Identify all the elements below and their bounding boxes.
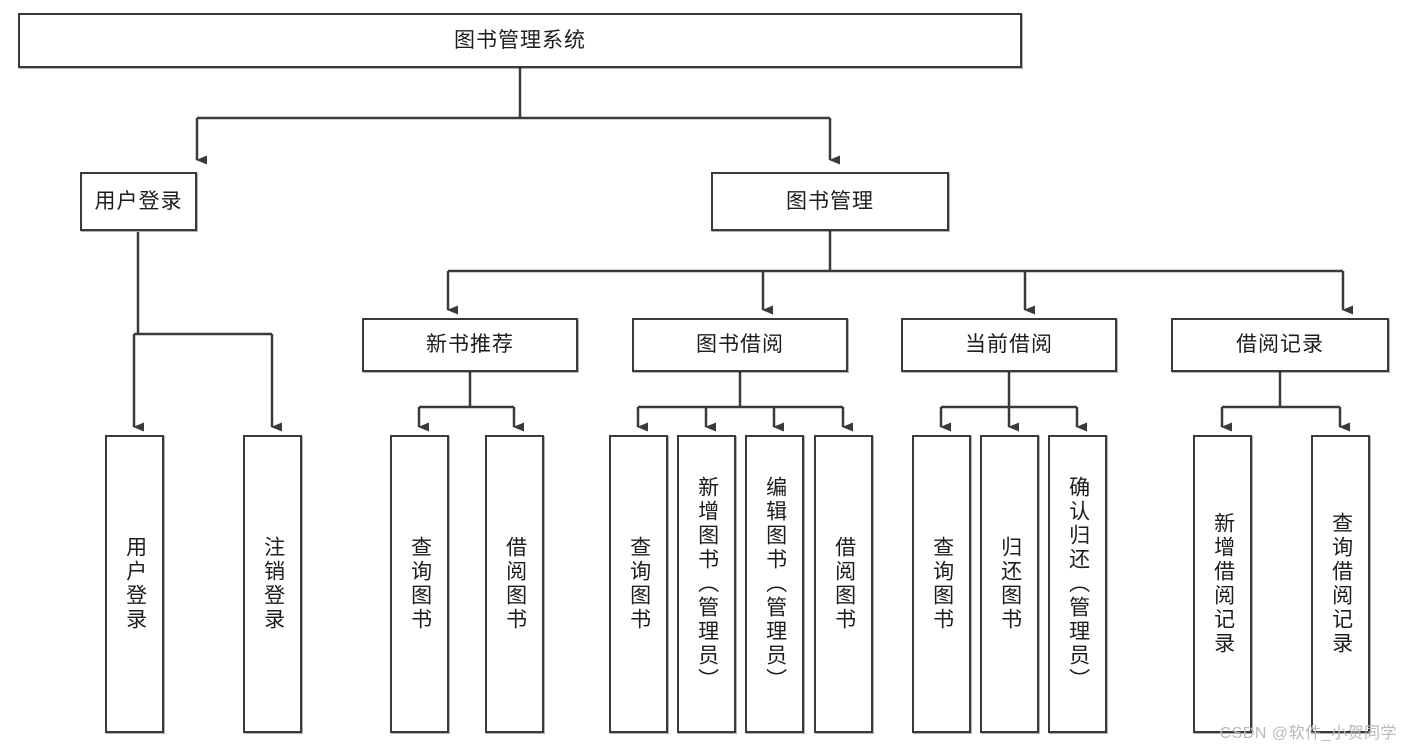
csdn-watermark: CSDN @软件_小贺同学 xyxy=(1219,725,1397,742)
node-label: 编辑图书（管理员） xyxy=(763,476,787,692)
leaf-recommend-query-book[interactable]: 查询图书 xyxy=(390,435,449,733)
node-label: 借阅图书 xyxy=(832,536,856,632)
node-label: 当前借阅 xyxy=(965,333,1053,357)
node-user-login[interactable]: 用户登录 xyxy=(80,172,197,231)
node-book-borrow[interactable]: 图书借阅 xyxy=(632,318,848,372)
node-label: 借阅图书 xyxy=(503,536,527,632)
node-label: 查询借阅记录 xyxy=(1329,512,1353,656)
leaf-current-return-book[interactable]: 归还图书 xyxy=(980,435,1039,733)
node-label: 查询图书 xyxy=(627,536,651,632)
node-label: 图书管理系统 xyxy=(454,28,586,52)
leaf-recommend-borrow-book[interactable]: 借阅图书 xyxy=(485,435,544,733)
node-root-system[interactable]: 图书管理系统 xyxy=(18,13,1022,68)
node-book-management[interactable]: 图书管理 xyxy=(711,172,949,231)
node-label: 新书推荐 xyxy=(426,333,514,357)
leaf-borrow-edit-book-admin[interactable]: 编辑图书（管理员） xyxy=(745,435,804,733)
node-label: 归还图书 xyxy=(998,536,1022,632)
node-label: 图书管理 xyxy=(786,189,874,213)
leaf-record-add-record[interactable]: 新增借阅记录 xyxy=(1193,435,1252,733)
node-borrow-record[interactable]: 借阅记录 xyxy=(1171,318,1389,372)
node-label: 借阅记录 xyxy=(1236,333,1324,357)
leaf-borrow-query-book[interactable]: 查询图书 xyxy=(609,435,668,733)
leaf-current-confirm-return-admin[interactable]: 确认归还（管理员） xyxy=(1048,435,1107,733)
leaf-borrow-borrow-book[interactable]: 借阅图书 xyxy=(814,435,873,733)
node-label: 查询图书 xyxy=(408,536,432,632)
node-current-borrow[interactable]: 当前借阅 xyxy=(901,318,1117,372)
node-new-book-recommend[interactable]: 新书推荐 xyxy=(362,318,578,372)
leaf-borrow-add-book-admin[interactable]: 新增图书（管理员） xyxy=(677,435,736,733)
node-label: 确认归还（管理员） xyxy=(1066,476,1090,692)
node-label: 用户登录 xyxy=(94,189,183,213)
node-label: 新增借阅记录 xyxy=(1211,512,1235,656)
node-label: 图书借阅 xyxy=(696,333,784,357)
leaf-user-logout[interactable]: 注销登录 xyxy=(243,435,302,733)
leaf-user-login[interactable]: 用户登录 xyxy=(105,435,164,733)
node-label: 注销登录 xyxy=(261,536,285,632)
node-label: 新增图书（管理员） xyxy=(695,476,719,692)
node-label: 用户登录 xyxy=(123,536,147,632)
node-label: 查询图书 xyxy=(930,536,954,632)
leaf-record-query-record[interactable]: 查询借阅记录 xyxy=(1311,435,1370,733)
leaf-current-query-book[interactable]: 查询图书 xyxy=(912,435,971,733)
